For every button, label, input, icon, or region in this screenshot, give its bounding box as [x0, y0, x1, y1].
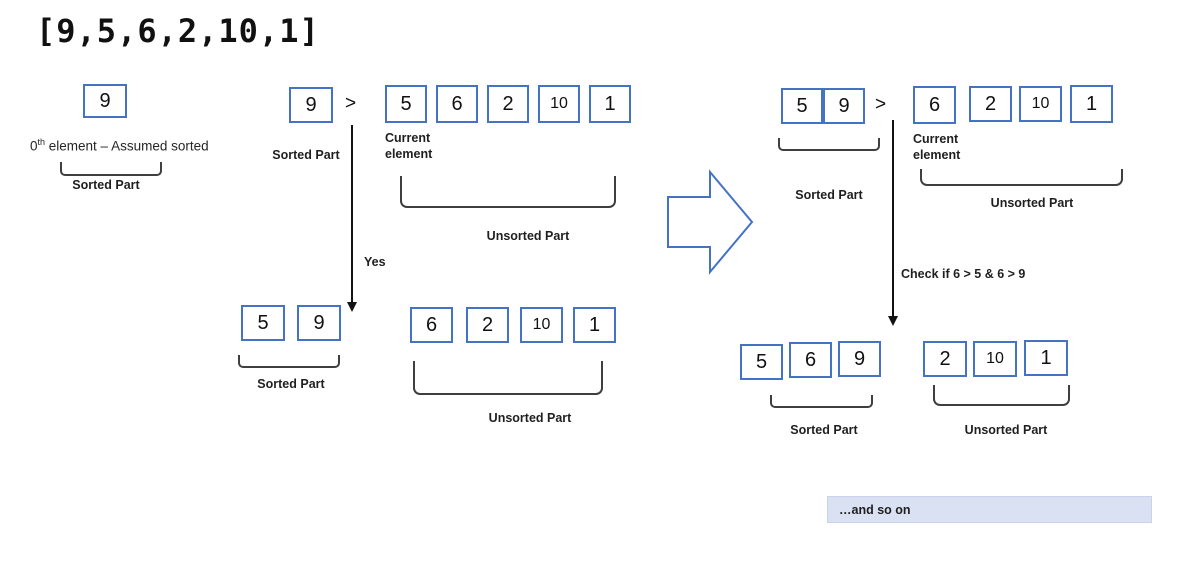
value-box: 6	[410, 307, 453, 343]
array-literal: [9,5,6,2,10,1]	[36, 12, 320, 50]
value-box: 5	[740, 344, 783, 380]
value-box: 2	[923, 341, 967, 377]
value-box: 9	[823, 88, 865, 124]
value-box: 9	[297, 305, 341, 341]
group-bracket	[933, 385, 1070, 406]
and-so-on-text: …and so on	[839, 502, 911, 517]
sorted-part-label: Sorted Part	[72, 178, 140, 192]
right-block-arrow	[667, 169, 754, 275]
arrowhead-icon	[887, 316, 898, 326]
down-arrow	[887, 120, 898, 326]
value-box: 1	[573, 307, 616, 343]
and-so-on-bar: …and so on	[827, 496, 1152, 523]
group-bracket	[770, 395, 873, 408]
current-element-label: Current element	[913, 132, 961, 162]
value-box: 6	[789, 342, 832, 378]
value-box: 2	[466, 307, 509, 343]
arrowhead-icon	[346, 302, 357, 312]
value-box: 2	[487, 85, 529, 123]
value-box: 5	[385, 85, 427, 123]
current-element-label: Current element	[385, 131, 433, 161]
down-arrow	[346, 125, 357, 312]
sorted-part-label: Sorted Part	[790, 423, 858, 437]
value-box: 9	[289, 87, 333, 123]
value-box: 2	[969, 86, 1012, 122]
check-condition-label: Check if 6 > 5 & 6 > 9	[901, 267, 1026, 281]
value-box: 9	[838, 341, 881, 377]
group-bracket	[413, 361, 603, 395]
value-box: 1	[589, 85, 631, 123]
sorted-part-label: Sorted Part	[272, 148, 340, 162]
group-bracket	[778, 138, 880, 151]
value-box: 5	[781, 88, 823, 124]
initial-element-caption: 0th element – Assumed sorted	[30, 137, 209, 154]
value-box: 1	[1070, 85, 1113, 123]
value-box: 1	[1024, 340, 1068, 376]
unsorted-part-label: Unsorted Part	[990, 196, 1074, 210]
value-box: 6	[913, 86, 956, 124]
group-bracket	[60, 162, 162, 176]
yes-label: Yes	[364, 255, 386, 269]
group-bracket	[238, 355, 340, 368]
greater-than-symbol: >	[345, 93, 357, 114]
value-box: 5	[241, 305, 285, 341]
unsorted-part-label: Unsorted Part	[486, 229, 570, 243]
value-box: 10	[1019, 86, 1062, 122]
greater-than-symbol: >	[875, 94, 887, 115]
value-box: 9	[83, 84, 127, 118]
value-box: 10	[538, 85, 580, 123]
sorted-part-label: Sorted Part	[795, 188, 863, 202]
unsorted-part-label: Unsorted Part	[488, 411, 572, 425]
unsorted-part-label: Unsorted Part	[964, 423, 1048, 437]
sorted-part-label: Sorted Part	[257, 377, 325, 391]
group-bracket	[920, 169, 1123, 186]
value-box: 6	[436, 85, 478, 123]
value-box: 10	[973, 341, 1017, 377]
group-bracket	[400, 176, 616, 208]
value-box: 10	[520, 307, 563, 343]
